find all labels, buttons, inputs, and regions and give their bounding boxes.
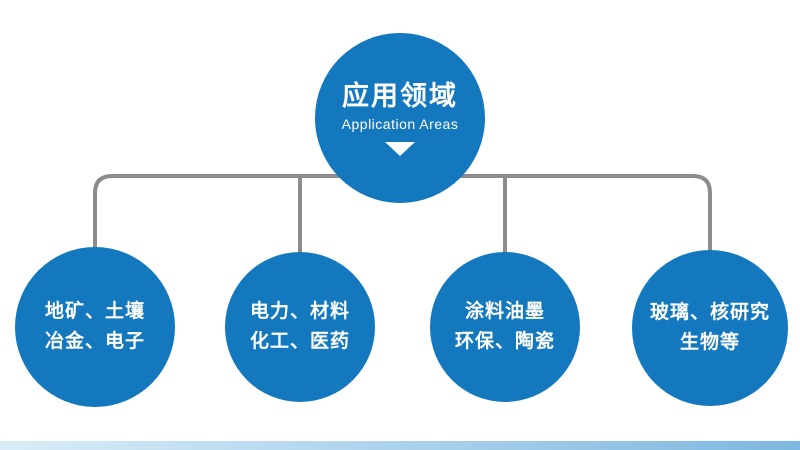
node-mining-soil: 地矿、土壤 冶金、电子 xyxy=(15,247,175,407)
node-line: 化工、医药 xyxy=(249,331,350,352)
node-line: 生物等 xyxy=(679,332,740,353)
connector-left-outer xyxy=(93,174,345,260)
root-node-title: 应用领域 xyxy=(342,81,458,112)
node-line: 冶金、电子 xyxy=(44,331,145,352)
node-line: 涂料油墨 xyxy=(464,300,545,322)
node-line: 玻璃、核研究 xyxy=(649,301,770,323)
node-power-materials: 电力、材料 化工、医药 xyxy=(225,252,375,402)
footer-accent-bar xyxy=(0,441,800,450)
node-coatings-ink: 涂料油墨 环保、陶瓷 xyxy=(430,252,580,402)
node-line: 地矿、土壤 xyxy=(44,300,145,322)
node-glass-nuclear: 玻璃、核研究 生物等 xyxy=(632,250,788,406)
node-line: 环保、陶瓷 xyxy=(454,331,555,352)
root-node-subtitle: Application Areas xyxy=(341,115,459,132)
connector-right-outer xyxy=(455,174,712,260)
down-arrow-icon xyxy=(385,141,415,156)
root-node: 应用领域 Application Areas xyxy=(315,33,485,203)
node-line: 电力、材料 xyxy=(249,300,350,322)
